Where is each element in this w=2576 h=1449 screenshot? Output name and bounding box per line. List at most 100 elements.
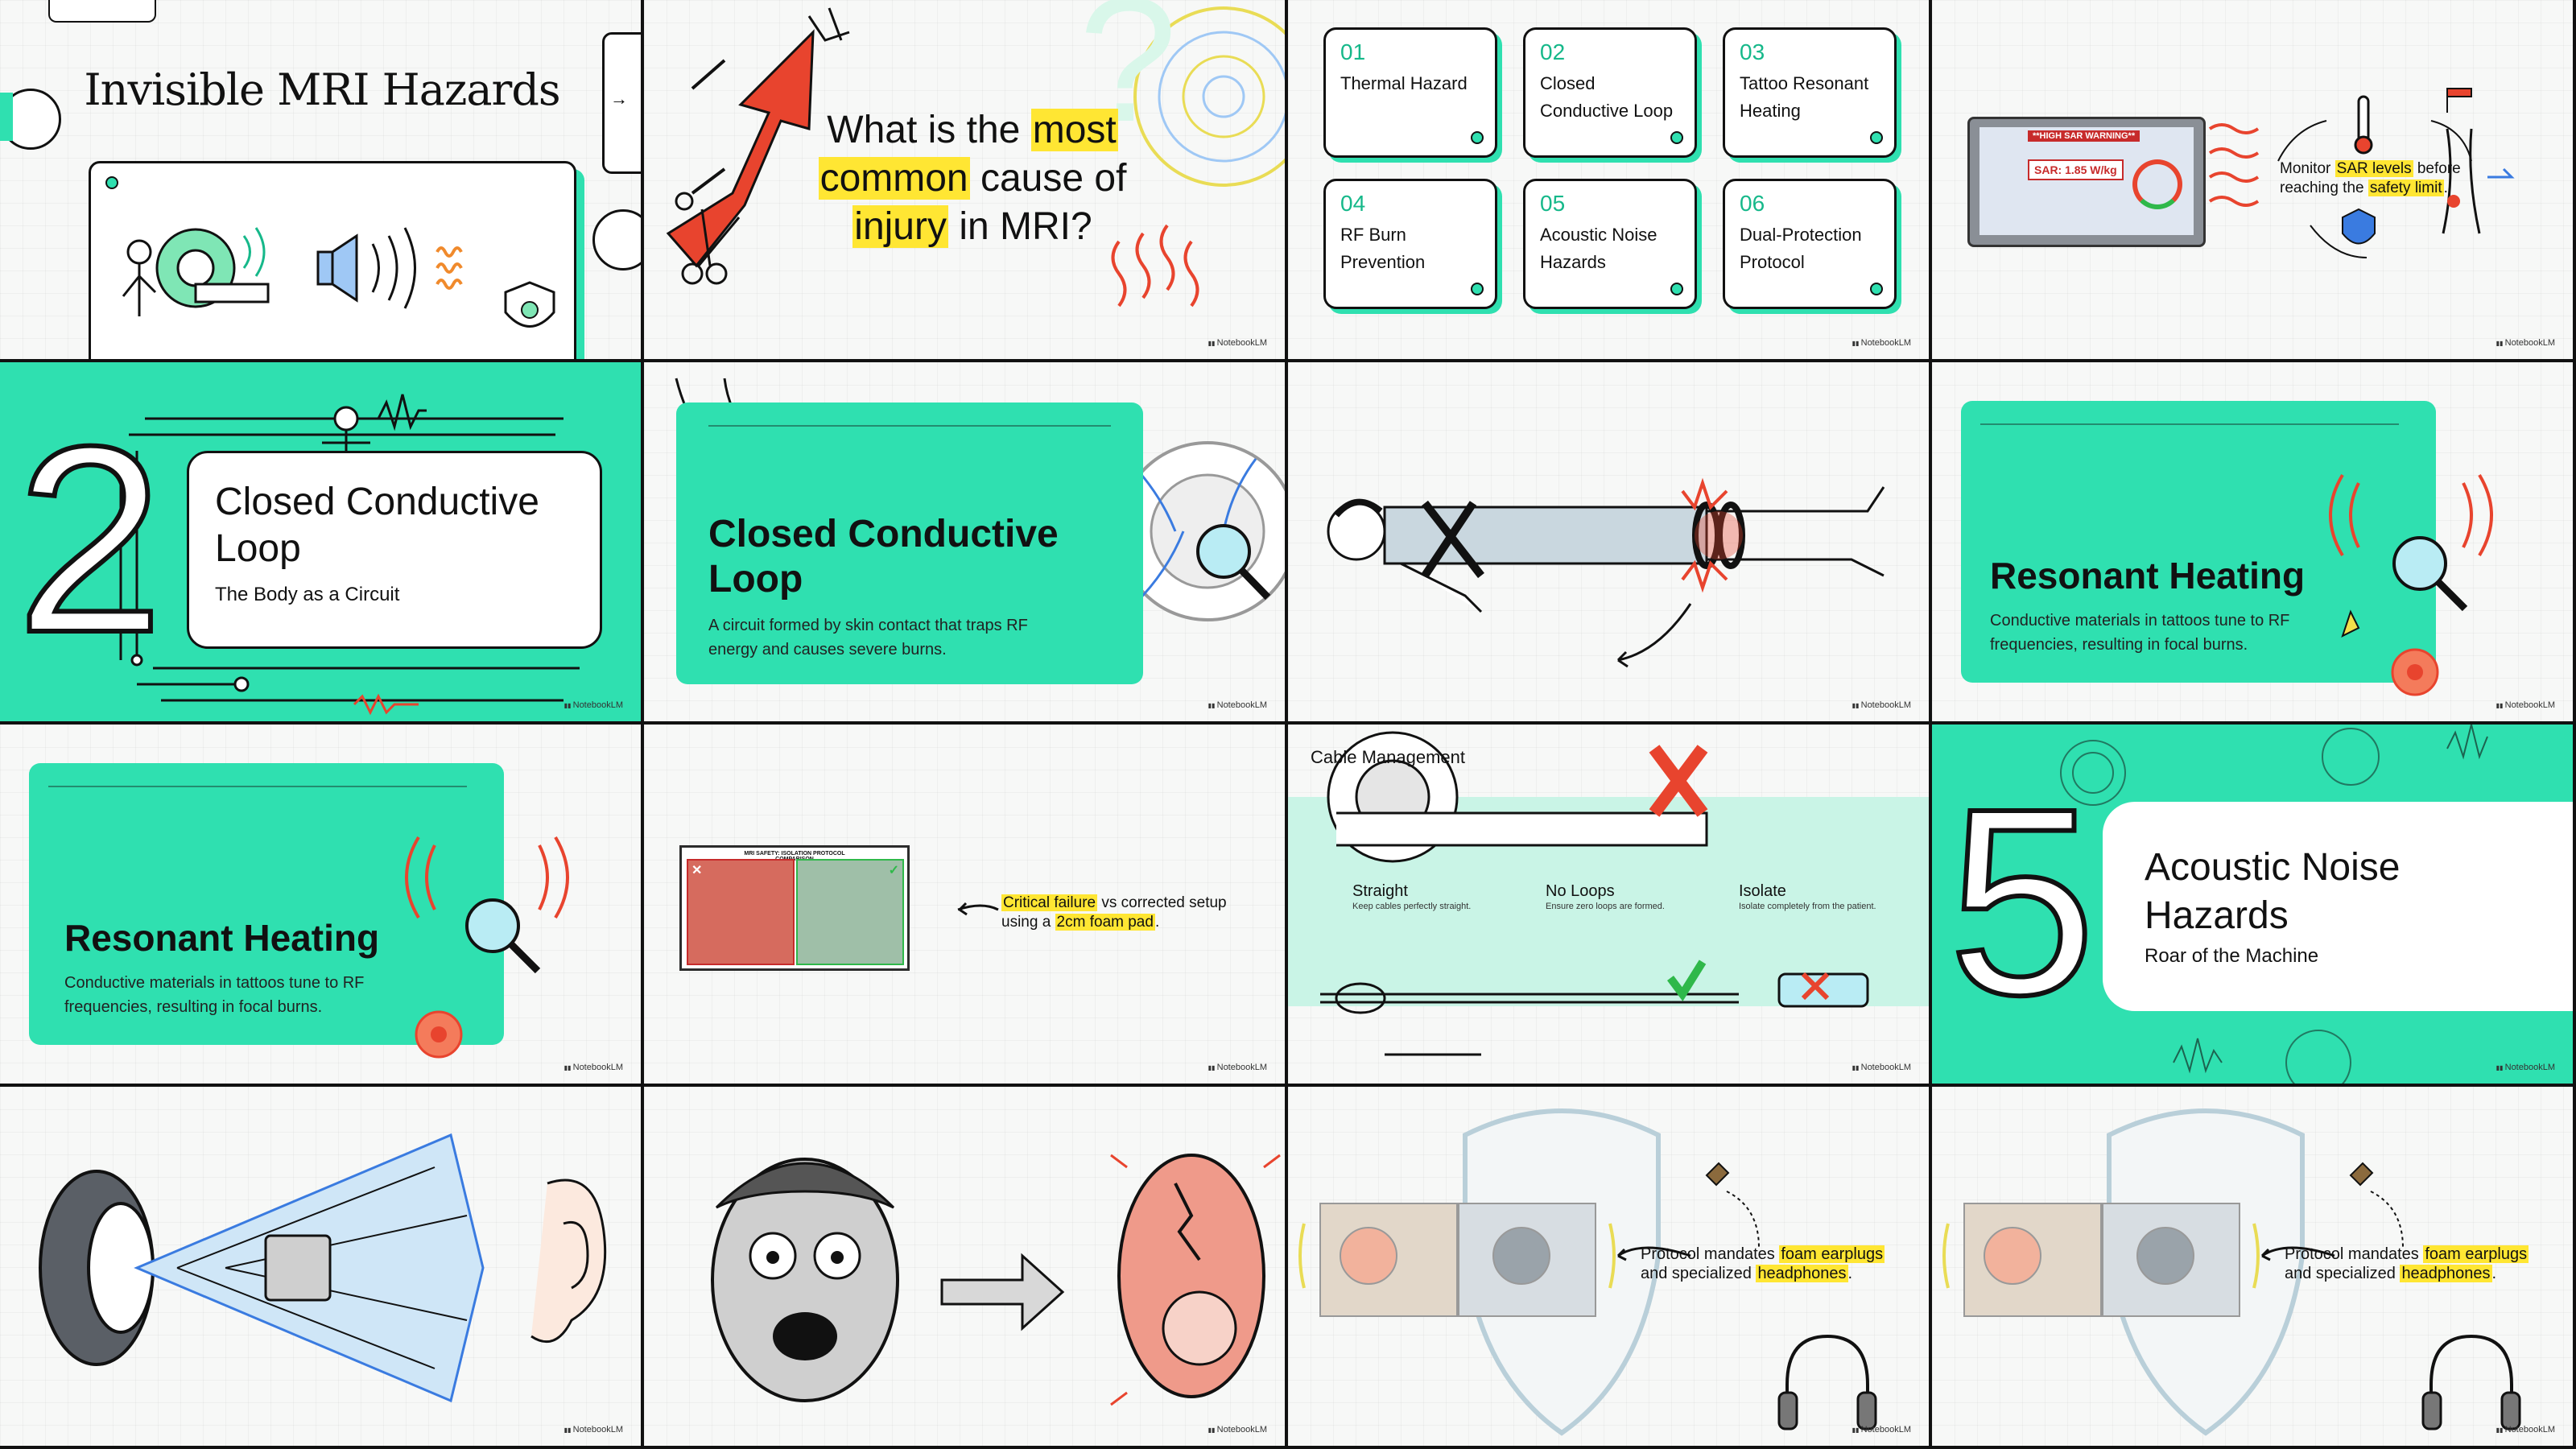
highlight-sar: SAR levels	[2334, 160, 2413, 177]
highlight-critical-failure: Critical failure	[1001, 894, 1098, 911]
tab-shape	[48, 0, 156, 23]
slide-10-isolation-comparison[interactable]: MRI SAFETY: ISOLATION PROTOCOL COMPARISO…	[644, 724, 1288, 1087]
slide-16-hearing-protection[interactable]: Protocol mandates foam earplugs and spec…	[1932, 1087, 2576, 1449]
side-card	[602, 32, 641, 174]
caption-part: Monitor	[2280, 160, 2335, 177]
card-title: Resonant Heating	[64, 917, 380, 959]
question-part: cause of	[969, 157, 1127, 200]
highlight-headphones: headphones	[2400, 1265, 2492, 1282]
arrow-right-icon: →	[610, 89, 628, 109]
tip-text: Ensure zero loops are formed.	[1546, 902, 1665, 911]
gauge-icon	[2132, 159, 2182, 209]
slide-3-agenda-tiles[interactable]: 01 Thermal Hazard 02 Closed Conductive L…	[1288, 0, 1932, 362]
sar-value: SAR: 1.85 W/kg	[2028, 159, 2124, 180]
slide-9-resonant-heating[interactable]: Resonant Heating Conductive materials in…	[0, 724, 644, 1087]
comparison-caption: Critical failure vs corrected setup usin…	[1001, 894, 1259, 932]
slide-12-section-5[interactable]: 5 Acoustic Noise Hazards Roar of the Mac…	[1932, 724, 2576, 1087]
sar-illustrations	[2208, 88, 2515, 258]
notebooklm-watermark: NotebookLM	[2496, 1425, 2555, 1435]
tip-straight: Straight Keep cables perfectly straight.	[1352, 882, 1481, 913]
comparison-panel: MRI SAFETY: ISOLATION PROTOCOL COMPARISO…	[679, 845, 910, 971]
tip-no-loops: No Loops Ensure zero loops are formed.	[1546, 882, 1674, 913]
highlight-foam-earplugs: foam earplugs	[2423, 1245, 2529, 1263]
tile-4[interactable]: 04 RF Burn Prevention	[1323, 179, 1497, 309]
protection-caption: Protocol mandates foam earplugs and spec…	[1641, 1245, 1914, 1283]
section-subtitle: Roar of the Machine	[2145, 945, 2319, 967]
section-title-card: Acoustic Noise Hazards Roar of the Machi…	[2103, 802, 2573, 1011]
notebooklm-watermark: NotebookLM	[1852, 1063, 1911, 1072]
tile-number: 04	[1340, 191, 1366, 216]
notebooklm-watermark: NotebookLM	[1208, 1425, 1267, 1435]
tile-3[interactable]: 03 Tattoo Resonant Heating	[1723, 27, 1897, 158]
notebooklm-watermark: NotebookLM	[2496, 1063, 2555, 1072]
slide-5-section-2[interactable]: 2 Closed Conductive Loop The Body as a C…	[0, 362, 644, 724]
slide-11-cable-management[interactable]: Cable Management Straight Keep cables pe…	[1288, 724, 1932, 1087]
section-title: Closed Conductive Loop	[215, 481, 539, 570]
tile-number: 02	[1540, 39, 1566, 64]
slide-15-hearing-protection[interactable]: Protocol mandates foam earplugs and spec…	[1288, 1087, 1932, 1449]
slide-6-closed-loop[interactable]: Closed Conductive Loop A circuit formed …	[644, 362, 1288, 724]
highlight-foam-pad: 2cm foam pad	[1055, 914, 1155, 931]
tile-dot	[1471, 131, 1484, 144]
highlight-foam-earplugs: foam earplugs	[1779, 1245, 1885, 1263]
slide-2-question[interactable]: ? What is the most common cause of injur…	[644, 0, 1288, 362]
cable-illustration	[1320, 731, 1869, 1056]
tile-6[interactable]: 06 Dual-Protection Protocol	[1723, 179, 1897, 309]
tile-5[interactable]: 05 Acoustic Noise Hazards	[1523, 179, 1697, 309]
card-rule	[1980, 423, 2399, 425]
section-number: 2	[14, 390, 167, 687]
acoustic-wave-illustration	[39, 1133, 607, 1403]
mri-noise-illustration	[122, 227, 555, 328]
content-card: Resonant Heating Conductive materials in…	[1961, 401, 2436, 683]
slide-4-sar-monitor[interactable]: **HIGH SAR WARNING** SAR: 1.85 W/kg Moni…	[1932, 0, 2576, 362]
tattoo-heating-illustration	[2329, 473, 2493, 696]
notebooklm-watermark: NotebookLM	[1208, 1063, 1267, 1072]
caption-part: Protocol mandates	[1641, 1245, 1780, 1263]
tip-text: Keep cables perfectly straight.	[1352, 902, 1472, 911]
section-subtitle: The Body as a Circuit	[215, 584, 400, 605]
highlight-headphones: headphones	[1756, 1265, 1848, 1282]
caption-part: vs corrected setup using a	[1001, 894, 1227, 931]
slide-1-invisible-mri-hazards[interactable]: → Invisible MRI Hazards	[0, 0, 644, 362]
highlight-safety-limit: safety limit	[2368, 180, 2444, 196]
tile-label: Dual-Protection Protocol	[1740, 225, 1862, 272]
tile-2[interactable]: 02 Closed Conductive Loop	[1523, 27, 1697, 158]
card-title: Resonant Heating	[1990, 555, 2306, 597]
tile-dot	[1870, 131, 1883, 144]
section-title-card: Closed Conductive Loop The Body as a Cir…	[187, 451, 602, 649]
patient-loop-illustration	[1327, 477, 1885, 668]
tile-label: Thermal Hazard	[1340, 73, 1468, 93]
tile-label: RF Burn Prevention	[1340, 225, 1426, 272]
slide-title: Invisible MRI Hazards	[84, 64, 560, 115]
card-rule	[708, 425, 1111, 427]
slide-13-acoustic-wave[interactable]: NotebookLM	[0, 1087, 644, 1449]
card-body: Conductive materials in tattoos tune to …	[64, 974, 365, 1016]
tile-label: Closed Conductive Loop	[1540, 73, 1674, 121]
notebooklm-watermark: NotebookLM	[1208, 700, 1267, 710]
tip-heading: Isolate	[1739, 882, 1786, 900]
sar-caption: Monitor SAR levels before reaching the s…	[2280, 159, 2489, 198]
tip-isolate: Isolate Isolate completely from the pati…	[1739, 882, 1884, 913]
caption-part: and specialized	[1641, 1265, 1757, 1282]
magnifier-icon	[1196, 524, 1271, 601]
slide-7-patient-loop-illustration[interactable]: NotebookLM	[1288, 362, 1932, 724]
highlight-common: common	[818, 157, 970, 200]
tile-1[interactable]: 01 Thermal Hazard	[1323, 27, 1497, 158]
x-icon: ✕	[691, 864, 703, 877]
notebooklm-watermark: NotebookLM	[2496, 338, 2555, 348]
card-dot	[105, 176, 118, 189]
caption-part: .	[2443, 180, 2448, 196]
slide-8-resonant-heating[interactable]: Resonant Heating Conductive materials in…	[1932, 362, 2576, 724]
sar-monitor-screen: **HIGH SAR WARNING** SAR: 1.85 W/kg	[1967, 117, 2206, 247]
section-number: 5	[1946, 753, 2099, 1050]
card-body: Conductive materials in tattoos tune to …	[1990, 612, 2290, 654]
tile-number: 06	[1740, 191, 1765, 216]
notebooklm-watermark: NotebookLM	[1852, 1425, 1911, 1435]
card-title: Closed Conductive Loop	[708, 513, 1059, 601]
caption-part: .	[1154, 914, 1160, 931]
slide-14-hearing-damage[interactable]: NotebookLM	[644, 1087, 1288, 1449]
tile-number: 03	[1740, 39, 1765, 64]
tip-heading: No Loops	[1546, 882, 1615, 900]
caption-part: .	[2491, 1265, 2497, 1282]
sar-warning-label: **HIGH SAR WARNING**	[2028, 130, 2140, 142]
